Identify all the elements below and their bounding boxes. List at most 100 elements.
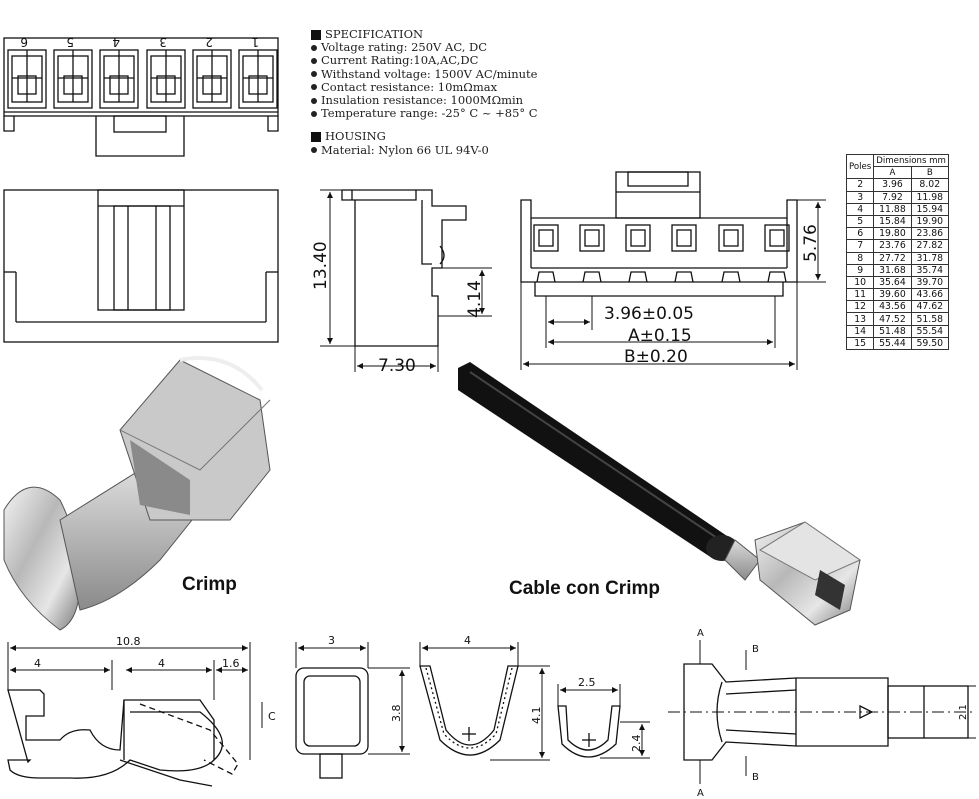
cable-with-crimp-photo [458,362,862,626]
housing-rear-view [3,189,279,343]
a-cell: 31.68 [873,263,912,277]
a-cell: 27.72 [873,251,912,265]
poles-cell: 8 [845,251,875,265]
b-cell: 39.70 [910,275,949,290]
poles-cell: 3 [845,190,875,204]
dot-bullet-icon [311,44,317,51]
a-cell: 11.88 [873,202,912,216]
spec-header: SPECIFICATION [311,27,538,41]
a-cell: 23.76 [873,239,912,253]
pitch-label: 3.96±0.05 [604,304,694,324]
spec-item: Current Rating:10A,AC,DC [311,54,538,67]
poles-cell: 5 [845,214,875,229]
dot-bullet-icon [311,97,317,104]
housing-item: Material: Nylon 66 UL 94V-0 [311,143,538,157]
poles-cell: 2 [845,178,875,192]
spec-item: Voltage rating: 250V AC, DC [311,41,538,54]
b-cell: 11.98 [910,190,949,204]
b-cell: 19.90 [910,214,949,229]
spec-item: Insulation resistance: 1000MΩmin [311,93,538,107]
b-cell: 59.50 [910,336,949,351]
b-dimension-label: B±0.20 [624,347,688,367]
a-cell: 35.64 [873,275,912,290]
b-cell: 23.86 [910,227,949,241]
b-cell: 8.02 [910,178,949,192]
specification-block: SPECIFICATION Voltage rating: 250V AC, D… [311,27,538,157]
dot-bullet-icon [311,84,317,91]
u-large-height: 4.1 [530,707,543,725]
section-b-top: B [752,644,759,655]
poles-cell: 15 [845,336,875,351]
poles-cell: 4 [845,202,875,216]
pin-number-1: 1 [251,35,259,49]
cable-crimp-label: Cable con Crimp [509,578,660,599]
a-cell: 7.92 [873,190,912,204]
end-view-width: 3 [328,634,335,647]
b-cell: 55.54 [910,324,949,338]
a-cell: 47.52 [873,312,912,326]
crimp-terminal-photo [3,356,271,631]
poles-cell: 12 [845,300,875,314]
section-a-top: A [697,628,704,639]
dot-bullet-icon [311,147,317,154]
housing-front-view [520,171,798,297]
side-height-label: 13.40 [311,241,331,290]
section-c-label: C [268,710,276,723]
poles-cell: 10 [845,275,875,290]
section-a-bottom: A [697,788,704,799]
b-cell: 31.78 [910,251,949,265]
dimensions-header: Dimensions mm [873,153,949,168]
crimp-total-length: 10.8 [116,635,141,648]
pin-number-5: 5 [66,35,74,49]
crimp-side-drawing [7,689,239,787]
poles-cell: 9 [845,263,875,277]
a-cell: 43.56 [873,300,912,314]
a-cell: 3.96 [873,178,912,192]
spec-item: Contact resistance: 10mΩmax [311,80,538,94]
crimp-top-view [668,640,976,784]
square-bullet-icon [311,132,321,143]
u-large-width: 4 [464,634,471,647]
a-cell: 55.44 [873,336,912,351]
pin-number-3: 3 [159,35,167,49]
a-cell: 51.48 [873,324,912,338]
a-cell: 19.80 [873,227,912,241]
crimp-mid-length: 4 [158,657,165,670]
poles-cell: 14 [845,324,875,338]
b-cell: 27.82 [910,239,949,253]
a-cell: 15.84 [873,214,912,229]
a-dimension-label: A±0.15 [628,326,692,346]
spec-item: Withstand voltage: 1500V AC/minute [311,67,538,81]
poles-cell: 6 [845,227,875,241]
end-view-height: 3.8 [390,705,403,723]
pin-number-6: 6 [20,35,28,49]
col-b-header: B [910,166,949,180]
dot-bullet-icon [311,71,317,78]
b-cell: 35.74 [910,263,949,277]
poles-cell: 11 [845,288,875,302]
poles-cell: 7 [845,239,875,253]
side-width-label: 7.30 [378,356,416,376]
b-cell: 15.94 [910,202,949,216]
crimp-u-section-small [557,705,621,758]
poles-cell: 13 [845,312,875,326]
u-small-width: 2.5 [578,676,596,689]
housing-header: HOUSING [311,130,538,143]
crimp-left-length: 4 [34,657,41,670]
pin-number-2: 2 [205,35,213,49]
dot-bullet-icon [311,58,317,64]
a-cell: 39.60 [873,288,912,302]
crimp-right-length: 1.6 [222,657,240,670]
square-bullet-icon [311,29,321,40]
b-cell: 47.62 [910,300,949,314]
